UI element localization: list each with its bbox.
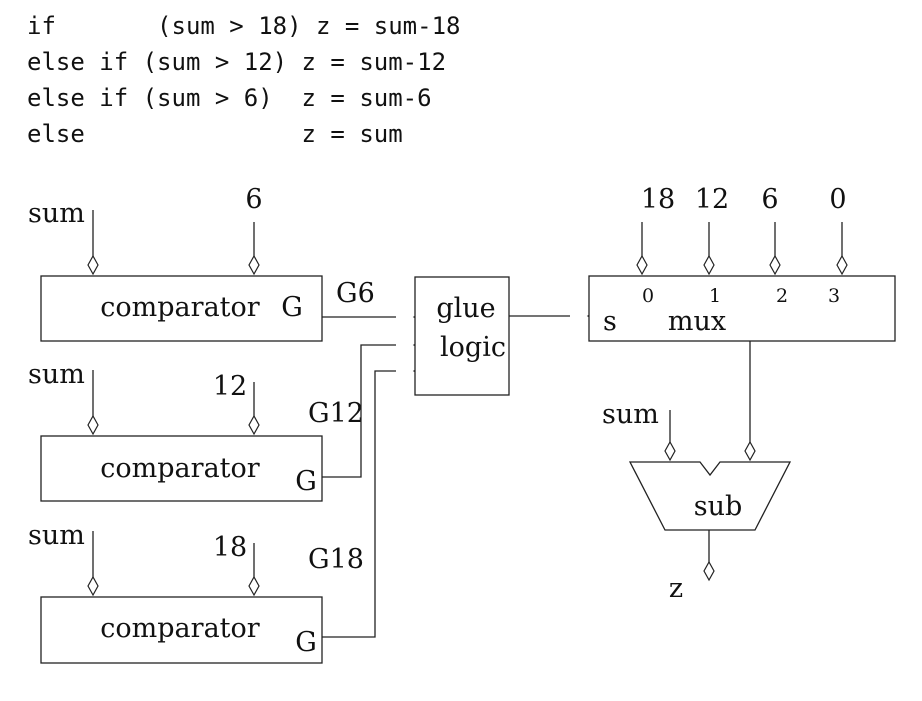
mux-input-0-value: 18 [641,184,675,215]
mux: 18 12 6 0 0 1 2 3 s mux [588,184,896,461]
comparator-6: sum 6 comparator G G6 [28,184,375,342]
mux-input-2-value: 6 [761,184,778,215]
mux-select-label: s [603,306,617,337]
mux-input-1-arrow [703,255,715,275]
subtractor: sum sub z [602,399,792,604]
sub-block [628,461,792,531]
comparator-12: sum 12 comparator G G12 [28,359,364,502]
signal-g18-label: G18 [308,544,364,575]
mux-box [588,275,896,342]
comparator-18-constant: 18 [213,532,247,563]
sub-input-arrow-sum [664,441,676,461]
mux-port-0: 0 [642,285,654,307]
comparator-6-sum-label: sum [28,198,85,229]
comparator-12-box [40,435,323,502]
comparator-6-box [40,275,323,342]
code-line-2: else if (sum > 12) z = sum-12 [27,48,447,76]
comparator-12-label: comparator [100,453,259,484]
glue-logic-box [414,276,510,396]
wire-g12 [322,344,396,478]
glue-logic: glue logic [414,276,607,396]
comparator-18-sum-label: sum [28,520,85,551]
comparator-6-const-arrow [248,255,260,275]
comparator-12-sum-label: sum [28,359,85,390]
comparator-to-glue-wires [322,311,433,638]
glue-logic-label-line1: glue [436,293,495,324]
comparator-12-const-arrow [248,415,260,435]
code-line-3: else if (sum > 6) z = sum-6 [27,84,432,112]
signal-g12-label: G12 [308,398,364,429]
sub-output-label: z [669,573,683,604]
code-line-1: if (sum > 18) z = sum-18 [27,12,461,40]
comparator-6-constant: 6 [245,184,262,215]
comparator-18-box [40,596,323,664]
comparator-18-g-port: G [295,627,317,658]
mux-port-1: 1 [709,285,721,307]
comparator-12-g-port: G [295,466,317,497]
mux-input-0-arrow [636,255,648,275]
sub-label: sub [694,491,743,522]
comparator-12-sum-arrow [87,415,99,435]
sub-input-arrow-mux [744,441,756,461]
signal-g6-label: G6 [336,278,375,309]
mux-input-3-arrow [836,255,848,275]
wire-g18 [322,370,396,638]
mux-label: mux [668,306,726,337]
comparator-18-label: comparator [100,613,259,644]
comparator-18-sum-arrow [87,576,99,596]
mux-input-3-value: 0 [829,184,846,215]
mux-port-2: 2 [776,285,788,307]
mux-port-3: 3 [828,285,840,307]
comparator-18-const-arrow [248,576,260,596]
sub-sum-label: sum [602,399,659,430]
code-line-4: else z = sum [27,120,403,148]
mux-input-2-arrow [769,255,781,275]
comparator-6-label: comparator [100,292,259,323]
mux-input-1-value: 12 [695,184,729,215]
comparator-18: sum 18 comparator G G18 [28,520,364,664]
comparator-12-constant: 12 [213,371,247,402]
comparator-6-sum-arrow [87,255,99,275]
comparator-6-g-port: G [281,292,303,323]
sub-output-arrow [703,561,715,581]
glue-logic-label-line2: logic [440,332,506,363]
